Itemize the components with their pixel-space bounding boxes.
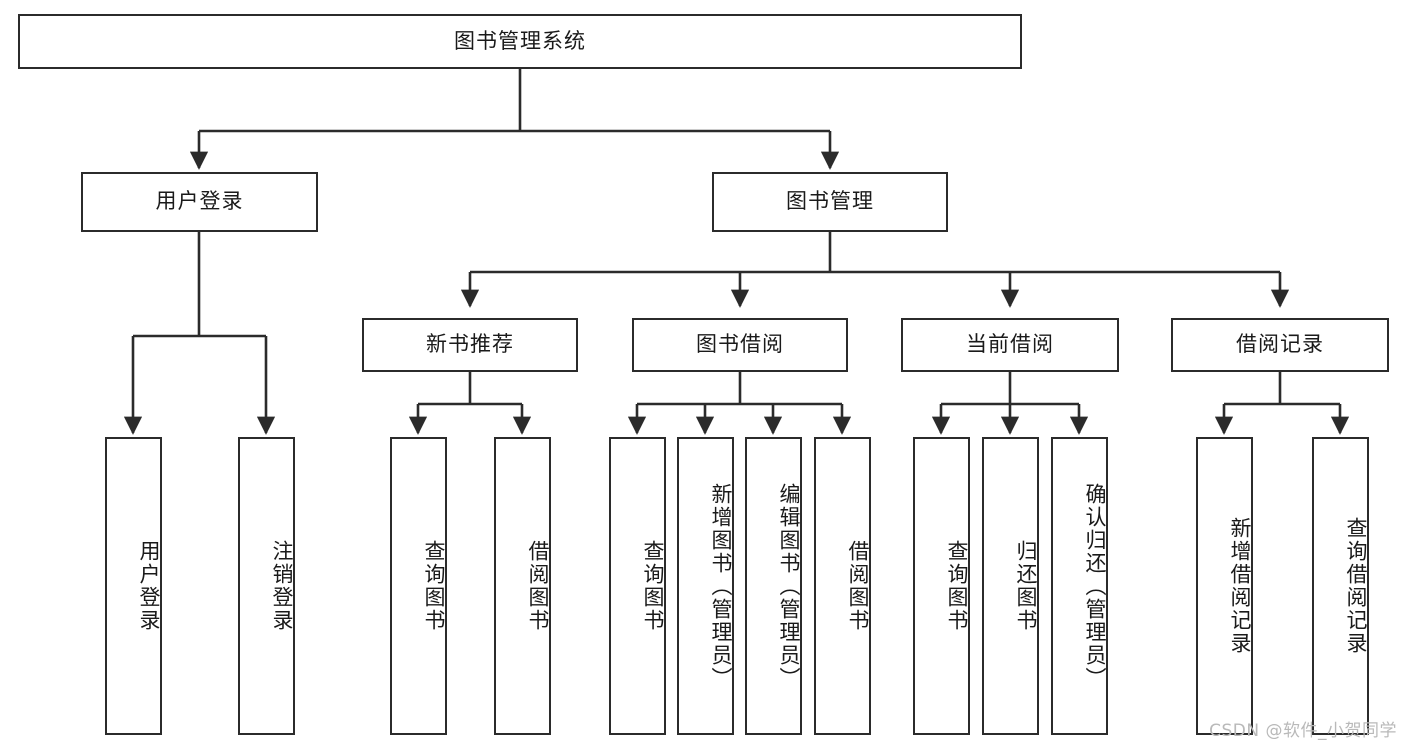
node-leaf-borrow-book-1[interactable]: 借阅图书	[494, 437, 551, 735]
node-book-borrow-label: 图书借阅	[696, 332, 784, 357]
node-leaf-confirm-return-label: 确认归还（管理员）	[1083, 482, 1107, 690]
node-leaf-borrow-book-2-label: 借阅图书	[846, 540, 870, 632]
node-leaf-edit-book[interactable]: 编辑图书（管理员）	[745, 437, 802, 735]
node-user-login[interactable]: 用户登录	[81, 172, 318, 232]
node-user-login-label: 用户登录	[155, 189, 244, 214]
node-leaf-add-record-label: 新增借阅记录	[1228, 517, 1252, 655]
node-current-borrow-label: 当前借阅	[966, 332, 1054, 357]
node-leaf-query-book-1[interactable]: 查询图书	[390, 437, 447, 735]
node-leaf-logout-login-label: 注销登录	[270, 540, 294, 632]
node-current-borrow[interactable]: 当前借阅	[901, 318, 1119, 372]
node-leaf-query-book-1-label: 查询图书	[422, 540, 446, 632]
node-borrow-record-label: 借阅记录	[1236, 332, 1324, 357]
node-book-management-label: 图书管理	[786, 189, 874, 214]
node-leaf-return-book-label: 归还图书	[1014, 540, 1038, 632]
node-leaf-add-book[interactable]: 新增图书（管理员）	[677, 437, 734, 735]
csdn-watermark: CSDN @软件_小贺同学	[1209, 721, 1397, 741]
node-leaf-logout-login[interactable]: 注销登录	[238, 437, 295, 735]
node-leaf-borrow-book-1-label: 借阅图书	[526, 540, 550, 632]
node-leaf-user-login-label: 用户登录	[137, 540, 161, 632]
node-leaf-confirm-return[interactable]: 确认归还（管理员）	[1051, 437, 1108, 735]
node-leaf-edit-book-label: 编辑图书（管理员）	[777, 482, 801, 690]
node-book-borrow[interactable]: 图书借阅	[632, 318, 848, 372]
node-leaf-query-book-2[interactable]: 查询图书	[609, 437, 666, 735]
node-leaf-add-record[interactable]: 新增借阅记录	[1196, 437, 1253, 735]
node-new-book-recommend[interactable]: 新书推荐	[362, 318, 578, 372]
node-leaf-query-record-label: 查询借阅记录	[1344, 517, 1368, 655]
node-borrow-record[interactable]: 借阅记录	[1171, 318, 1389, 372]
node-root[interactable]: 图书管理系统	[18, 14, 1022, 69]
node-leaf-user-login[interactable]: 用户登录	[105, 437, 162, 735]
node-leaf-add-book-label: 新增图书（管理员）	[709, 482, 733, 690]
node-leaf-borrow-book-2[interactable]: 借阅图书	[814, 437, 871, 735]
node-leaf-query-book-3[interactable]: 查询图书	[913, 437, 970, 735]
node-leaf-query-book-2-label: 查询图书	[641, 540, 665, 632]
node-book-management[interactable]: 图书管理	[712, 172, 948, 232]
node-leaf-return-book[interactable]: 归还图书	[982, 437, 1039, 735]
node-leaf-query-record[interactable]: 查询借阅记录	[1312, 437, 1369, 735]
node-leaf-query-book-3-label: 查询图书	[945, 540, 969, 632]
node-new-book-recommend-label: 新书推荐	[426, 332, 514, 357]
node-root-label: 图书管理系统	[454, 28, 586, 53]
